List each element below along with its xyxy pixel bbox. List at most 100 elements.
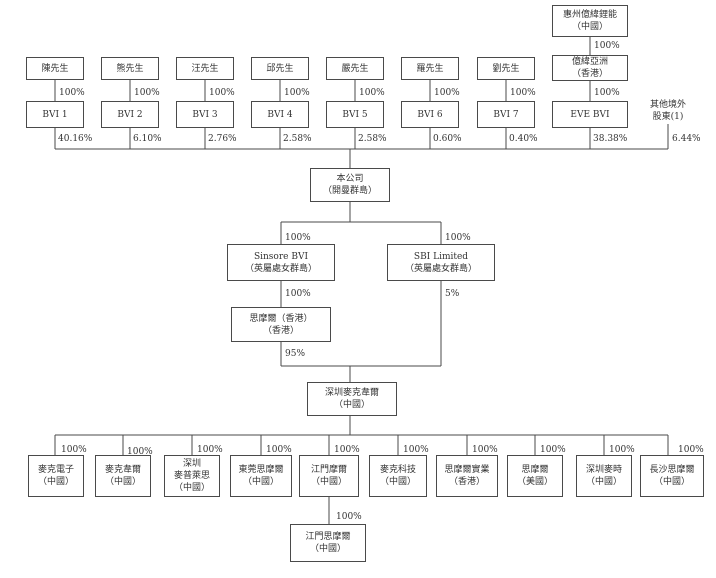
pct-sub-10: 100%	[678, 445, 704, 455]
pct-sinsore-to-smoore-hk: 100%	[285, 289, 311, 299]
node-person-2: 熊先生	[101, 57, 159, 80]
pct-person-6: 100%	[434, 88, 460, 98]
pct-sub-4: 100%	[266, 445, 292, 455]
shenzhen-maxwell-name: 深圳麥克韋爾	[324, 388, 379, 398]
node-sub-1: 麥克電子 （中國）	[28, 455, 84, 497]
jiangmen-smoore-location: （中國）	[309, 544, 346, 554]
pct-huizhou-to-asia: 100%	[594, 41, 620, 51]
node-person-5: 嚴先生	[326, 57, 384, 80]
sub-7-line1: 思摩爾實業	[444, 465, 490, 475]
node-person-7: 劉先生	[477, 57, 535, 80]
shenzhen-maxwell-location: （中國）	[333, 400, 370, 410]
pct-sub-8: 100%	[540, 445, 566, 455]
sub-4-line1: 東莞思摩爾	[238, 465, 284, 475]
sub-7-line2: （香港）	[448, 477, 485, 487]
pct-sub-5: 100%	[334, 445, 360, 455]
node-sub-8: 思摩爾 （美國）	[507, 455, 563, 497]
sub-1-line2: （中國）	[37, 477, 74, 487]
node-jiangmen-smoore: 江門思摩爾 （中國）	[290, 524, 366, 562]
person-1-name: 陳先生	[41, 63, 69, 74]
node-sub-6: 麥克科技 （中國）	[369, 455, 427, 497]
sinsore-bvi-location: （英屬處女群島）	[244, 263, 317, 274]
sub-8-line1: 思摩爾	[521, 465, 549, 475]
node-huizhou-eve: 惠州億緯鋰能 （中國）	[552, 5, 628, 37]
sbi-limited-name: SBI Limited	[413, 251, 469, 262]
sbi-limited-location: （英屬處女群島）	[404, 263, 477, 274]
pct-sub-9: 100%	[609, 445, 635, 455]
node-bvi-1: BVI 1	[26, 101, 84, 128]
pct-bvi-5: 2.58%	[358, 134, 387, 144]
pct-sub-2: 100%	[127, 447, 153, 457]
node-sub-10: 長沙思摩爾 （中國）	[640, 455, 704, 497]
node-bvi-7: BVI 7	[477, 101, 535, 128]
sub-1-line1: 麥克電子	[37, 465, 74, 475]
pct-bvi-2: 6.10%	[133, 134, 162, 144]
node-person-3: 汪先生	[176, 57, 234, 80]
node-shenzhen-maxwell: 深圳麥克韋爾 （中國）	[307, 382, 397, 416]
pct-person-3: 100%	[209, 88, 235, 98]
node-sbi-limited: SBI Limited （英屬處女群島）	[387, 244, 495, 281]
node-sub-3: 深圳 麥普萊思 （中國）	[164, 455, 220, 497]
smoore-hk-name: 思摩爾（香港）	[249, 313, 313, 324]
sub-4-line2: （中國）	[242, 477, 279, 487]
person-2-name: 熊先生	[116, 63, 144, 74]
node-bvi-4: BVI 4	[251, 101, 309, 128]
sub-3-line3: （中國）	[173, 483, 210, 493]
node-smoore-hk: 思摩爾（香港） （香港）	[231, 307, 331, 342]
node-sub-9: 深圳麥時 （中國）	[576, 455, 632, 497]
sub-9-line1: 深圳麥時	[585, 465, 622, 475]
company-location: （開曼群島）	[322, 186, 377, 196]
pct-eve-bvi: 38.38%	[593, 134, 628, 144]
pct-other-holders: 6.44%	[672, 134, 701, 144]
pct-bvi-7: 0.40%	[509, 134, 538, 144]
pct-company-to-sbi: 100%	[445, 233, 471, 243]
node-sub-2: 麥克韋爾 （中國）	[95, 455, 151, 497]
pct-smoore-hk-to-shenzhen: 95%	[285, 349, 306, 359]
node-bvi-5: BVI 5	[326, 101, 384, 128]
pct-sub-3: 100%	[197, 445, 223, 455]
other-holders-line2: 股東(1)	[652, 112, 684, 122]
pct-jiangmen-smoore: 100%	[336, 512, 362, 522]
pct-person-7: 100%	[510, 88, 536, 98]
company-name: 本公司	[336, 174, 364, 184]
bvi-2-name: BVI 2	[117, 109, 143, 120]
sub-6-line1: 麥克科技	[379, 465, 416, 475]
node-huizhou-eve-name: 惠州億緯鋰能	[562, 10, 617, 20]
person-7-name: 劉先生	[492, 63, 520, 74]
sub-10-line1: 長沙思摩爾	[649, 465, 695, 475]
node-company: 本公司 （開曼群島）	[310, 168, 390, 202]
pct-company-to-sinsore: 100%	[285, 233, 311, 243]
pct-person-1: 100%	[59, 88, 85, 98]
pct-bvi-4: 2.58%	[283, 134, 312, 144]
sub-3-line1: 深圳	[182, 459, 201, 469]
node-eve-asia-name: 億緯亞洲	[571, 57, 608, 67]
pct-person-4: 100%	[284, 88, 310, 98]
other-holders-line1: 其他境外	[649, 100, 686, 110]
pct-sbi-to-shenzhen: 5%	[445, 289, 460, 299]
jiangmen-smoore-name: 江門思摩爾	[305, 532, 351, 542]
smoore-hk-location: （香港）	[262, 325, 299, 336]
bvi-3-name: BVI 3	[192, 109, 218, 120]
sub-5-line2: （中國）	[310, 477, 347, 487]
node-other-holders: 其他境外 股東(1)	[643, 98, 693, 124]
node-person-1: 陳先生	[26, 57, 84, 80]
person-6-name: 羅先生	[416, 63, 444, 74]
bvi-5-name: BVI 5	[342, 109, 368, 120]
pct-sub-1: 100%	[61, 445, 87, 455]
pct-bvi-1: 40.16%	[58, 134, 93, 144]
pct-person-5: 100%	[359, 88, 385, 98]
pct-person-2: 100%	[134, 88, 160, 98]
sub-5-line1: 江門摩爾	[310, 465, 347, 475]
bvi-6-name: BVI 6	[417, 109, 443, 120]
sub-9-line2: （中國）	[585, 477, 622, 487]
bvi-7-name: BVI 7	[493, 109, 519, 120]
pct-bvi-3: 2.76%	[208, 134, 237, 144]
sinsore-bvi-name: Sinsore BVI	[253, 251, 309, 262]
person-5-name: 嚴先生	[341, 63, 369, 74]
node-eve-asia: 億緯亞洲 （香港）	[552, 55, 628, 81]
person-3-name: 汪先生	[191, 63, 219, 74]
node-sub-5: 江門摩爾 （中國）	[299, 455, 359, 497]
node-bvi-6: BVI 6	[401, 101, 459, 128]
node-bvi-2: BVI 2	[101, 101, 159, 128]
